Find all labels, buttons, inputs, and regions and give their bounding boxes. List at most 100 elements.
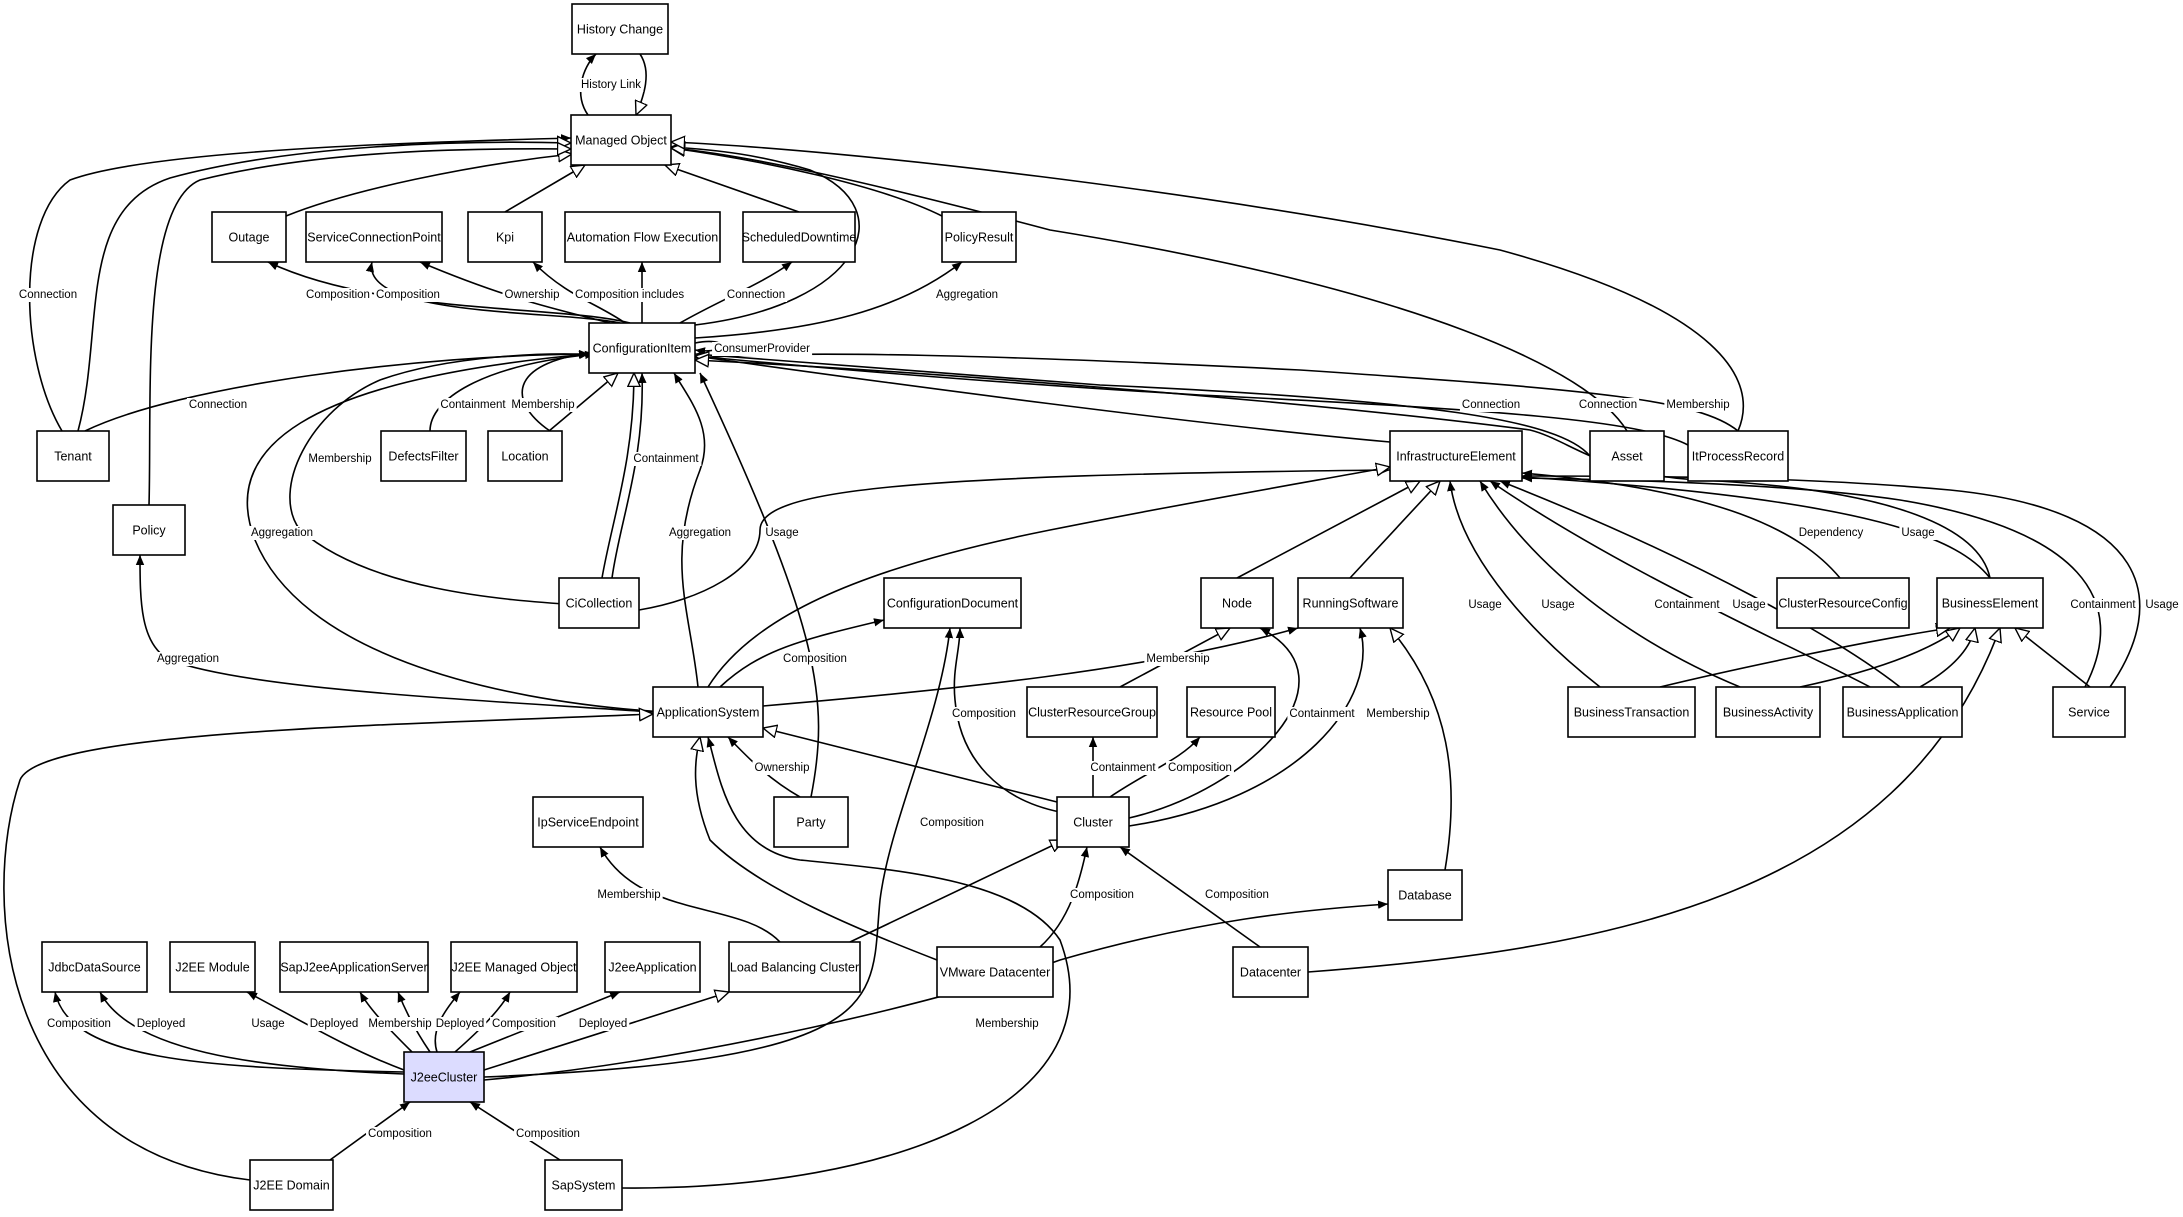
- node-policy-result[interactable]: PolicyResult: [941, 211, 1017, 263]
- edge-label-background: [1576, 398, 1640, 412]
- node-location[interactable]: Location: [487, 430, 563, 482]
- node-history-change[interactable]: History Change: [571, 3, 669, 55]
- node-business-transaction[interactable]: BusinessTransaction: [1567, 686, 1696, 738]
- node-label: ServiceConnectionPoint: [307, 231, 441, 245]
- node-box: [652, 686, 764, 738]
- node-j2ee-cluster[interactable]: J2eeCluster: [403, 1051, 485, 1103]
- node-box: [1200, 577, 1274, 629]
- edge-label-usage: Usage: [1732, 599, 1765, 611]
- edge-label-composition: Composition: [368, 1128, 432, 1140]
- edge-label-usage: Usage: [1468, 599, 1501, 611]
- edge-label-background: [433, 1017, 487, 1031]
- edge-label-composition: Composition: [952, 708, 1016, 720]
- node-configuration-document[interactable]: ConfigurationDocument: [883, 577, 1022, 629]
- node-node[interactable]: Node: [1200, 577, 1274, 629]
- edge-label-background: [366, 1017, 434, 1031]
- node-application-system[interactable]: ApplicationSystem: [652, 686, 764, 738]
- node-scheduled-downtime[interactable]: ScheduledDowntime: [742, 211, 857, 263]
- node-party[interactable]: Party: [773, 796, 849, 848]
- node-sap-system[interactable]: SapSystem: [544, 1159, 623, 1211]
- node-policy[interactable]: Policy: [112, 504, 186, 556]
- node-business-activity[interactable]: BusinessActivity: [1715, 686, 1821, 738]
- edge-label-background: [763, 526, 801, 540]
- edge-label-consumerprovider: ConsumerProvider: [714, 343, 810, 355]
- edge-label-background: [154, 652, 222, 666]
- node-load-balancing-cluster[interactable]: Load Balancing Cluster: [728, 941, 861, 993]
- node-defects-filter[interactable]: DefectsFilter: [380, 430, 467, 482]
- edge-j2ee-cluster-to-j2ee-module: [246, 991, 405, 1071]
- edge-label-background: [712, 342, 813, 356]
- node-ip-service-endpoint[interactable]: IpServiceEndpoint: [532, 796, 644, 848]
- node-box: [1297, 577, 1404, 629]
- edge-label-background: [45, 1017, 113, 1031]
- node-jdbc-data-source[interactable]: JdbcDataSource: [41, 941, 148, 993]
- node-label: BusinessTransaction: [1574, 706, 1690, 720]
- node-box: [169, 941, 256, 993]
- node-label: DefectsFilter: [388, 450, 458, 464]
- node-box: [570, 114, 672, 166]
- edge-label-background: [1166, 761, 1234, 775]
- node-tenant[interactable]: Tenant: [36, 430, 110, 482]
- node-label: VMware Datacenter: [940, 966, 1050, 980]
- node-label: BusinessActivity: [1723, 706, 1814, 720]
- edge-label-aggregation: Aggregation: [669, 527, 731, 539]
- edge-ci-collection-to-configuration-item: [611, 372, 647, 579]
- node-cluster-resource-group[interactable]: ClusterResourceGroup: [1026, 686, 1158, 738]
- node-box: [403, 1051, 485, 1103]
- edge-label-background: [16, 288, 80, 302]
- node-label: ConfigurationItem: [593, 342, 692, 356]
- edge-application-system-to-running-software: [762, 626, 1299, 707]
- edge-service-to-business-element: [2015, 628, 2091, 688]
- edge-label-background: [1466, 598, 1504, 612]
- node-label: Tenant: [54, 450, 92, 464]
- node-ci-collection[interactable]: CiCollection: [558, 577, 640, 629]
- node-resource-pool[interactable]: Resource Pool: [1186, 686, 1276, 738]
- node-running-software[interactable]: RunningSoftware: [1297, 577, 1404, 629]
- edge-location-to-configuration-item: [548, 373, 618, 432]
- node-service[interactable]: Service: [2052, 686, 2126, 738]
- node-j2ee-domain[interactable]: J2EE Domain: [249, 1159, 334, 1211]
- edge-ci-collection-to-configuration-item: [601, 373, 634, 579]
- node-vmware-datacenter[interactable]: VMware Datacenter: [936, 946, 1054, 998]
- node-managed-object[interactable]: Managed Object: [570, 114, 672, 166]
- node-infrastructure-element[interactable]: InfrastructureElement: [1389, 430, 1523, 482]
- node-business-application[interactable]: BusinessApplication: [1842, 686, 1963, 738]
- node-j2ee-managed-object[interactable]: J2EE Managed Object: [450, 941, 578, 993]
- edge-scheduled-downtime-to-managed-object: [665, 165, 800, 213]
- node-business-element[interactable]: BusinessElement: [1936, 577, 2044, 629]
- node-outage[interactable]: Outage: [211, 211, 287, 263]
- edge-label-connection: Connection: [189, 399, 247, 411]
- edge-asset-to-configuration-item: [694, 350, 1591, 457]
- edge-label-membership: Membership: [597, 889, 660, 901]
- node-box: [467, 211, 543, 263]
- edge-label-background: [950, 707, 1018, 721]
- node-j2ee-module[interactable]: J2EE Module: [169, 941, 256, 993]
- node-cluster[interactable]: Cluster: [1056, 796, 1130, 848]
- node-service-connection-point[interactable]: ServiceConnectionPoint: [305, 211, 443, 263]
- edge-label-background: [1144, 652, 1212, 666]
- node-label: ItProcessRecord: [1692, 450, 1784, 464]
- node-cluster-resource-config[interactable]: ClusterResourceConfig: [1776, 577, 1910, 629]
- node-asset[interactable]: Asset: [1589, 430, 1665, 482]
- node-j2ee-application[interactable]: J2eeApplication: [604, 941, 701, 993]
- node-box: [564, 211, 721, 263]
- node-automation-flow-execution[interactable]: Automation Flow Execution: [564, 211, 721, 263]
- node-label: Automation Flow Execution: [567, 231, 719, 245]
- node-configuration-item[interactable]: ConfigurationItem: [588, 322, 696, 374]
- edge-policy-result-to-managed-object: [671, 148, 943, 217]
- edge-label-composition: Composition: [575, 289, 639, 301]
- node-kpi[interactable]: Kpi: [467, 211, 543, 263]
- node-it-process-record[interactable]: ItProcessRecord: [1687, 430, 1789, 482]
- node-box: [1936, 577, 2044, 629]
- node-database[interactable]: Database: [1387, 869, 1463, 921]
- edge-j2ee-cluster-to-j2ee-managed-object: [454, 991, 511, 1053]
- node-box: [728, 941, 861, 993]
- edge-label-background: [933, 288, 1001, 302]
- edge-label-membership: Membership: [308, 453, 371, 465]
- node-sap-j2ee-application-server[interactable]: SapJ2eeApplicationServer: [279, 941, 429, 993]
- node-datacenter[interactable]: Datacenter: [1232, 946, 1309, 998]
- node-box: [532, 796, 644, 848]
- edge-label-background: [724, 288, 788, 302]
- node-label: JdbcDataSource: [48, 961, 140, 975]
- node-label: Outage: [228, 231, 269, 245]
